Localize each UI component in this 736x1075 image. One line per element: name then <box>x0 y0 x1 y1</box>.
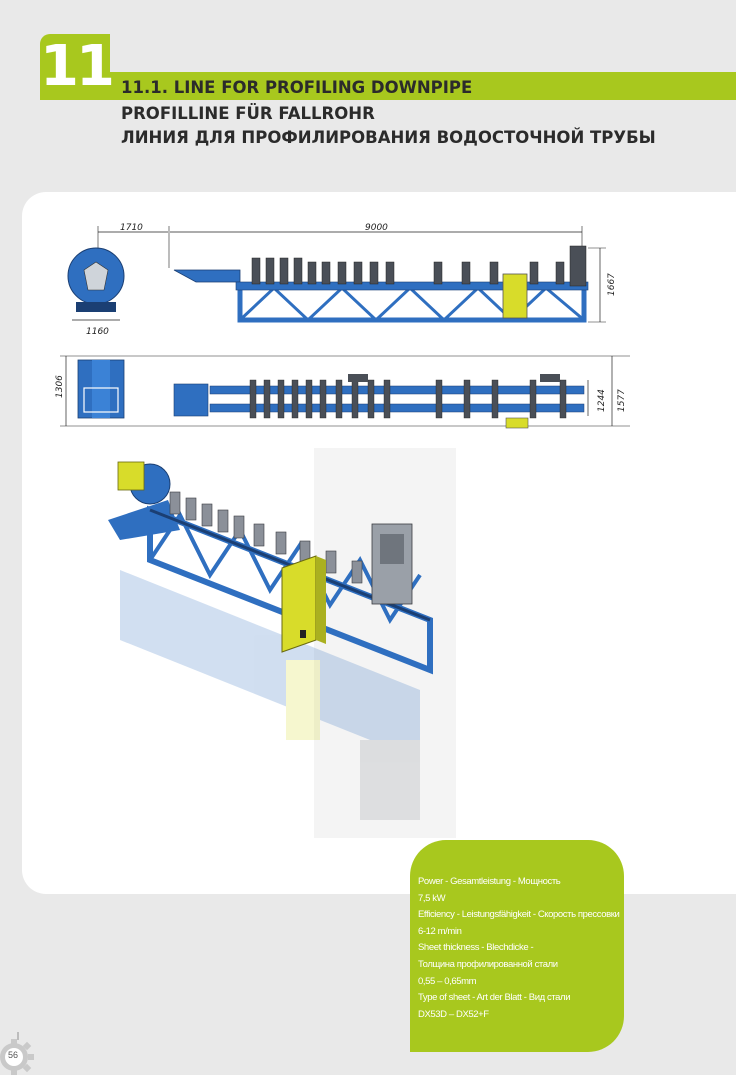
power-value: 7,5 kW <box>418 892 446 904</box>
dim-decoiler-height: 1306 <box>55 375 65 398</box>
dim-decoiler-width: 1160 <box>86 327 109 337</box>
efficiency-value: 6-12 m/min <box>418 925 462 937</box>
thickness-label-line-1: Sheet thickness - Blechdicke - <box>418 942 534 954</box>
dim-line-width-outer: 1577 <box>617 389 627 412</box>
title-accent-bar <box>40 72 736 100</box>
page-number: 56 <box>8 1050 19 1060</box>
title-russian: ЛИНИЯ ДЛЯ ПРОФИЛИРОВАНИЯ ВОДОСТОЧНОЙ ТРУ… <box>121 128 656 147</box>
power-label: Power - Gesamtleistung - Мощность <box>418 876 561 887</box>
sheet-type-value: DX53D – DX52+F <box>418 1008 489 1020</box>
specifications-list: Power - Gesamtleistung - Мощность 7,5 kW… <box>418 874 620 1023</box>
specifications-box: Power - Gesamtleistung - Мощность 7,5 kW… <box>410 840 624 1052</box>
dim-line-length: 9000 <box>365 223 388 233</box>
thickness-value: 0,55 – 0,65mm <box>418 975 477 987</box>
title-german: PROFILLINE FÜR FALLROHR <box>121 104 375 123</box>
sheet-type-label: Type of sheet - Art der Blatt - Вид стал… <box>418 992 571 1004</box>
thickness-label-line-2: Толщина профилированной стали <box>418 958 558 970</box>
chapter-number-badge: 11 <box>40 34 115 100</box>
dim-decoiler-distance: 1710 <box>120 223 143 233</box>
side-view-drawing: 1710 9000 1160 1667 <box>67 223 617 337</box>
efficiency-label: Efficiency - Leistungsfähigkeit - Скорос… <box>418 909 620 921</box>
top-view-drawing: 1306 1244 1577 <box>55 355 630 429</box>
dim-line-width-inner: 1244 <box>597 389 607 412</box>
dim-line-height: 1667 <box>607 273 617 296</box>
page-gear-icon <box>0 1032 34 1075</box>
machine-render-illustration <box>108 448 456 838</box>
title-english: 11.1. LINE FOR PROFILING DOWNPIPE <box>121 78 473 97</box>
